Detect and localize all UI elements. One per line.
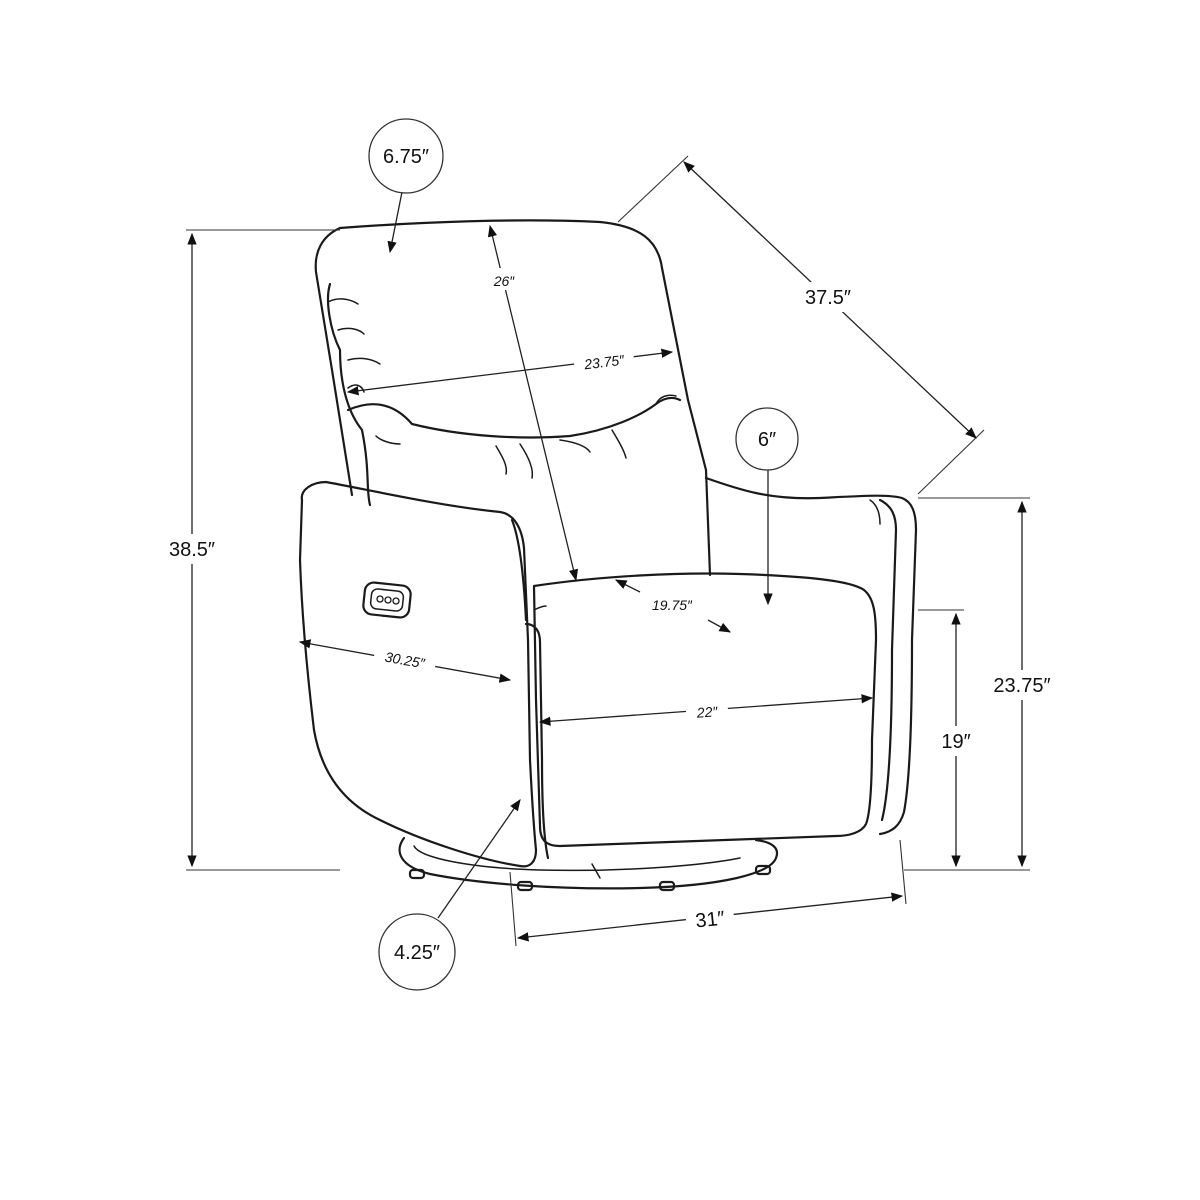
diagonal-depth-label: 37.5″ [805, 287, 851, 309]
seat-cushion [532, 572, 878, 848]
back-height-label: 26″ [493, 273, 516, 289]
right-armrest [704, 476, 918, 836]
dimension-labels: 38.5″ 37.5″ 26″ 23.75″ 19.75″ 30.25″ 22″… [168, 268, 1056, 937]
dimension-lines [186, 155, 1030, 947]
left-armrest [298, 480, 550, 868]
recliner-chair-drawing [298, 219, 918, 892]
overall-height-label: 38.5″ [169, 539, 215, 561]
overall-width-label: 31″ [694, 908, 725, 933]
cushion-thickness-label: 6″ [758, 429, 776, 451]
arm-depth-label: 30.25″ [384, 649, 427, 672]
arm-height-label: 23.75″ [993, 675, 1050, 697]
swivel-base [398, 836, 779, 892]
callout-cushion-thickness: 6″ [735, 407, 799, 471]
arm-width-label: 4.25″ [394, 942, 440, 964]
back-width-label: 23.75″ [582, 351, 626, 372]
seat-width-label: 22″ [695, 703, 719, 721]
seat-height-label: 19″ [941, 731, 970, 753]
seat-depth-label: 19.75″ [652, 597, 693, 613]
power-recline-button-icon [362, 581, 412, 619]
headrest-thickness-label: 6.75″ [383, 146, 429, 168]
callout-arm-width: 4.25″ [378, 913, 456, 991]
callout-headrest-thickness: 6.75″ [368, 118, 444, 194]
